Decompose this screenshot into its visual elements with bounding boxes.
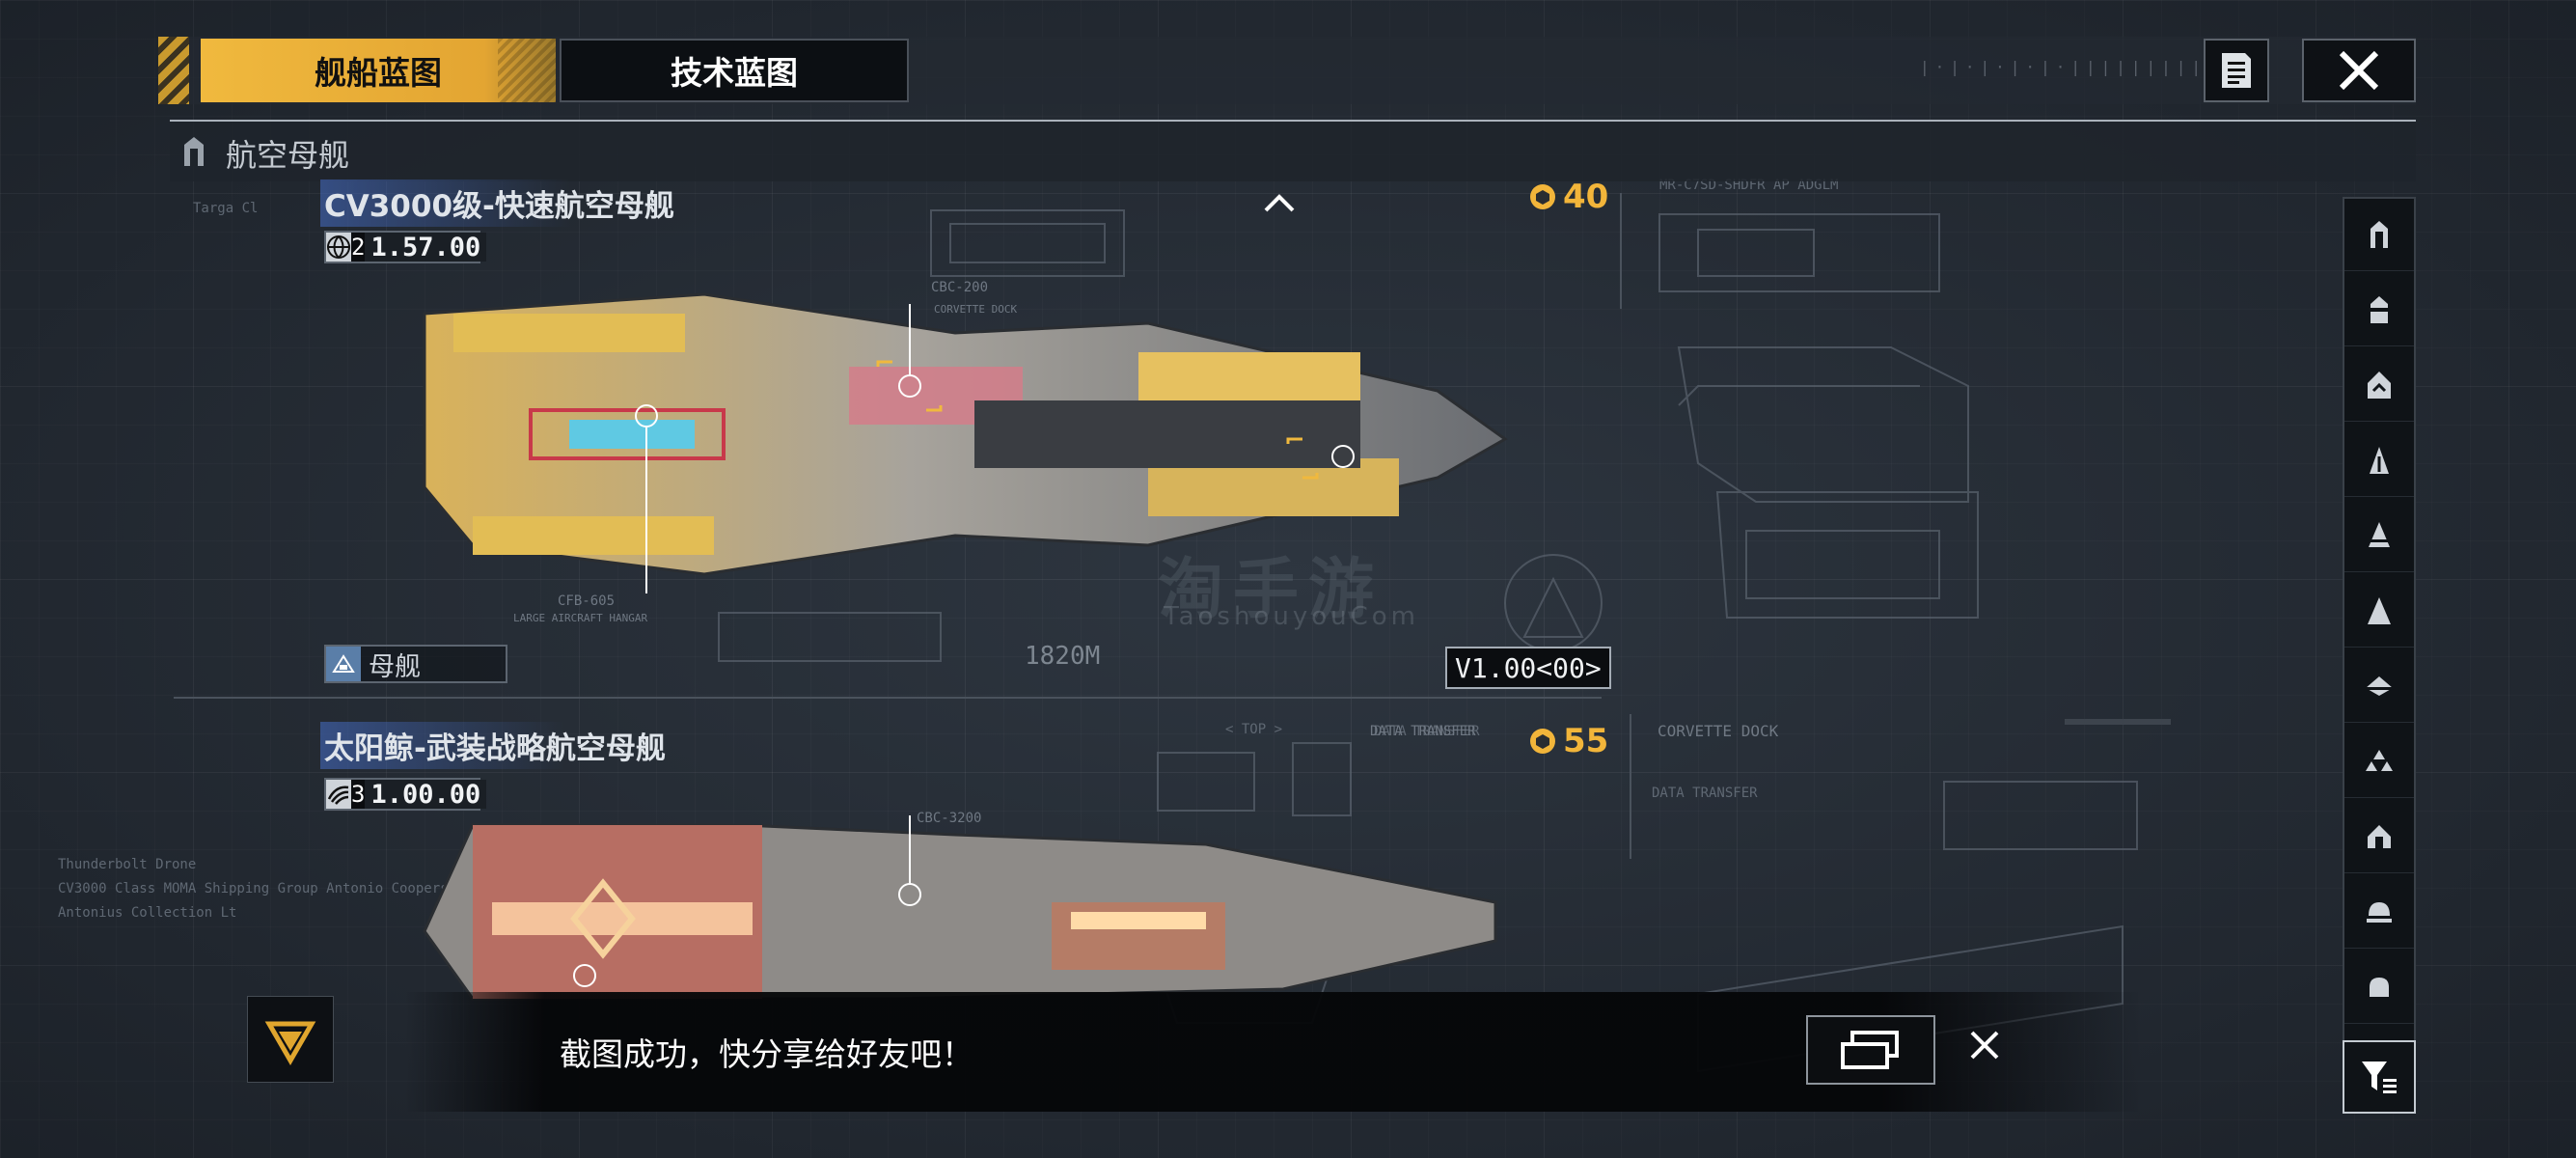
part-label: LARGE AIRCRAFT HANGAR (513, 612, 648, 624)
toast-message: 截图成功，快分享给好友吧！ (560, 1035, 973, 1073)
close-icon (2339, 50, 2379, 91)
wind-icon (326, 780, 351, 809)
dock-icon (2367, 902, 2392, 923)
cost-icon (1530, 184, 1555, 209)
tab-tech-blueprint[interactable]: 技术蓝图 (560, 39, 909, 102)
part-label: CFB-605 (558, 593, 616, 609)
ship-cost: 55 (1528, 722, 1608, 760)
player-avatar[interactable] (247, 996, 334, 1083)
ship-speed-badge: 3 1.00.00 (324, 778, 487, 811)
sidebar-item-frigate[interactable] (2344, 500, 2414, 572)
part-label: CBC-3200 (917, 811, 982, 826)
ship-type-label: 母舰 (369, 651, 421, 682)
svg-text:MR-C7SD-SHDFR AP ADGLM: MR-C7SD-SHDFR AP ADGLM (1659, 178, 1838, 193)
ship-class-sidebar (2343, 197, 2416, 1114)
sidebar-item-destroyer[interactable] (2344, 425, 2414, 497)
speed-value: 1.57.00 (365, 233, 487, 262)
part-label: DATA TRANSFER (1370, 724, 1476, 739)
sidebar-item-dock[interactable] (2344, 876, 2414, 949)
sidebar-item-fighter[interactable] (2344, 726, 2414, 798)
ship-name[interactable]: CV3000级-快速航空母舰 (320, 179, 678, 227)
speed-level: 3 (351, 780, 366, 809)
ship-name[interactable]: 太阳鲸-武装战略航空母舰 (320, 722, 670, 769)
sidebar-item-cruiser[interactable] (2344, 274, 2414, 346)
sidebar-item-module[interactable] (2344, 951, 2414, 1024)
sidebar-item-station[interactable] (2344, 801, 2414, 873)
part-label: CBC-200 (931, 280, 989, 295)
station-icon (2368, 825, 2391, 848)
svg-text:CV3000 Class MOMA Shipping Gro: CV3000 Class MOMA Shipping Group Antonio… (58, 881, 449, 896)
share-button[interactable] (1806, 1015, 1935, 1085)
battlecruiser-icon (2368, 372, 2391, 399)
toast-close-icon[interactable] (1968, 1029, 2001, 1062)
carrier-icon (2370, 221, 2388, 248)
sidebar-item-battlecruiser[interactable] (2344, 349, 2414, 422)
ship-cost-value: 40 (1563, 178, 1609, 216)
top-bar-stripe (158, 37, 189, 104)
filter-icon (2362, 1062, 2397, 1093)
ship-cost-value: 55 (1563, 722, 1609, 760)
list-doc-icon (2222, 53, 2251, 88)
category-bar (170, 122, 2416, 181)
filter-button[interactable] (2343, 1040, 2416, 1114)
module-icon (2370, 978, 2389, 997)
corvette-icon (2368, 597, 2391, 624)
ship-sunwhale-image (423, 815, 1497, 1001)
watermark-en: TaoshouyouCom (1164, 602, 1419, 631)
ship-cv3000-image (423, 292, 1508, 593)
top-bar-ticks: |·|·|·|·|·|||||||||| (1920, 58, 2222, 76)
cost-icon (1530, 729, 1555, 754)
speed-level: 2 (351, 233, 366, 262)
sidebar-item-carrier[interactable] (2344, 199, 2414, 271)
blueprint-list-button[interactable] (2204, 39, 2269, 102)
svg-text:Thunderbolt Drone: Thunderbolt Drone (58, 857, 196, 872)
close-button[interactable] (2302, 39, 2416, 102)
frigate-icon (2369, 522, 2390, 547)
tab-ship-blueprint-label: 舰船蓝图 (315, 54, 442, 92)
globe-icon (326, 233, 351, 262)
svg-text:DATA TRANSFER: DATA TRANSFER (1652, 786, 1758, 801)
collapse-chevron-icon[interactable] (1262, 189, 1297, 216)
svg-text:DATA TRANSFER: DATA TRANSFER (1374, 724, 1480, 739)
svg-text:Antonius Collection Lt: Antonius Collection Lt (58, 905, 236, 921)
ship-cost: 40 (1528, 178, 1608, 216)
ship-length: 1820M (1025, 642, 1101, 671)
mothership-icon (326, 647, 361, 681)
destroyer-icon (2370, 447, 2389, 474)
cruiser-icon (2370, 296, 2388, 323)
tab-tech-blueprint-label: 技术蓝图 (671, 54, 798, 92)
carrier-icon (184, 137, 204, 166)
svg-text:< TOP >: < TOP > (1225, 722, 1282, 737)
fighter-icon (2366, 750, 2393, 771)
ship-version: V1.00<00> (1445, 647, 1611, 689)
svg-text:Targa Cl: Targa Cl (193, 201, 258, 216)
tab-ship-blueprint[interactable]: 舰船蓝图 (201, 39, 556, 102)
category-divider (170, 120, 2416, 122)
avatar-emblem-icon (264, 1021, 316, 1065)
watermark-cn: 淘手游 (1158, 552, 1384, 628)
speed-value: 1.00.00 (365, 780, 487, 810)
part-label: CORVETTE DOCK (934, 303, 1018, 316)
share-icon (1841, 1031, 1899, 1069)
ship-speed-badge: 2 1.57.00 (324, 231, 487, 263)
sidebar-item-corvette[interactable] (2344, 575, 2414, 648)
sidebar-item-aircraft[interactable] (2344, 650, 2414, 723)
aircraft-icon (2366, 676, 2393, 696)
category-label: 航空母舰 (226, 137, 350, 174)
ship-type-tag: 母舰 (324, 645, 507, 683)
part-label: CORVETTE DOCK (1658, 722, 1779, 740)
